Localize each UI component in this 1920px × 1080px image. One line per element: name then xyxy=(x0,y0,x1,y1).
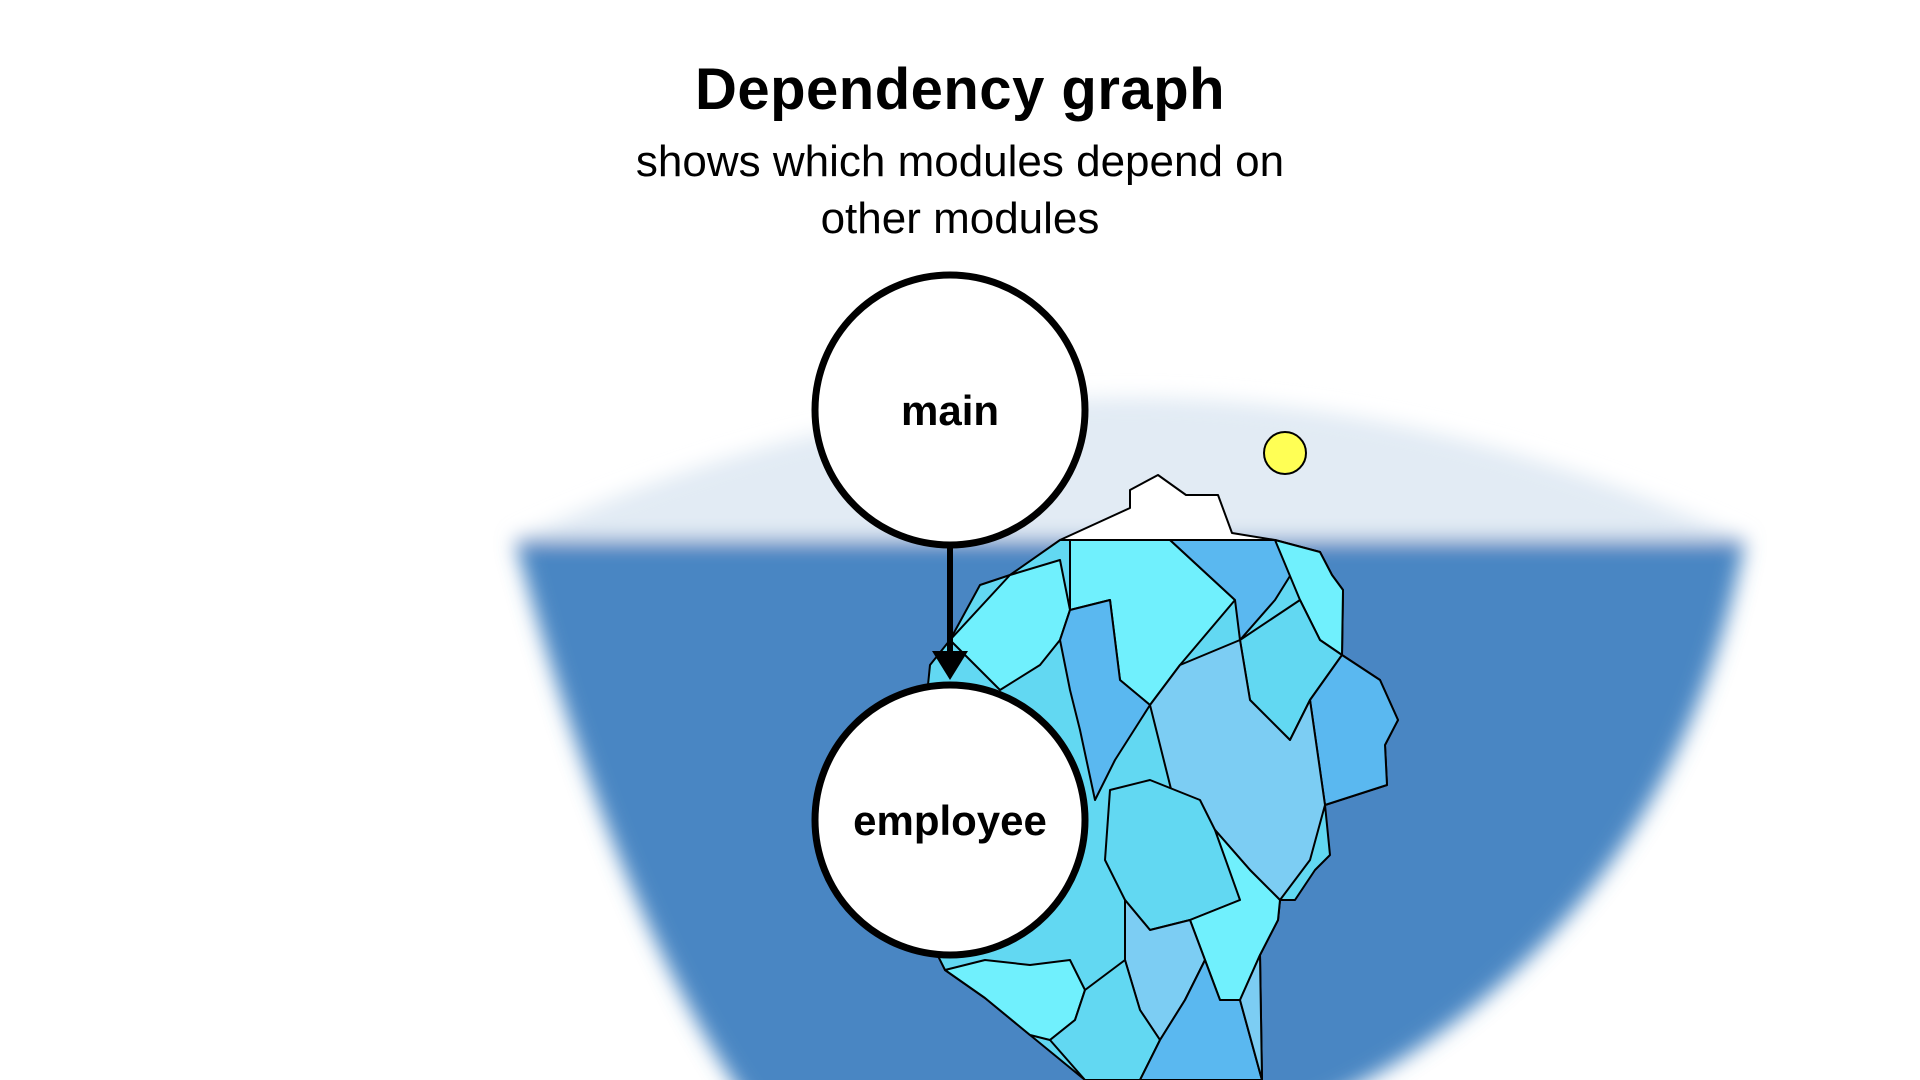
ice-facet xyxy=(1059,599,1151,801)
ice-facet xyxy=(1239,954,1263,1080)
edge-arrowhead xyxy=(932,651,968,680)
ice-facet xyxy=(1049,959,1161,1080)
node-employee-label: employee xyxy=(853,797,1047,844)
slide-subtitle: shows which modules depend on other modu… xyxy=(635,137,1285,243)
node-main-label: main xyxy=(901,387,999,434)
dependency-edge xyxy=(932,540,968,680)
node-employee-circle xyxy=(811,681,1089,959)
slide-title: Dependency graph xyxy=(694,57,1226,122)
title-block: Dependency graph shows which modules dep… xyxy=(0,55,1920,247)
ice-facet xyxy=(1139,959,1263,1080)
node-main[interactable]: main xyxy=(811,271,1089,549)
sun-icon xyxy=(1263,431,1307,475)
iceberg-snow-tip xyxy=(1059,474,1276,541)
node-employee[interactable]: employee xyxy=(811,681,1089,959)
iceberg-illustration xyxy=(917,474,1399,1080)
node-main-circle xyxy=(811,271,1089,549)
